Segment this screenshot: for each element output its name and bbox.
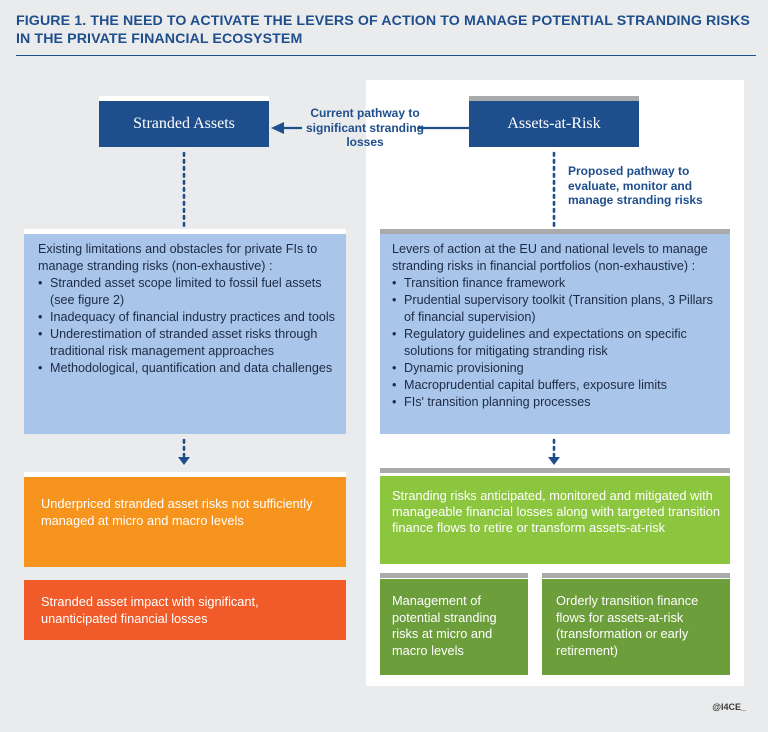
source-credit: @I4CE_: [712, 702, 746, 712]
levers-item: Regulatory guidelines and expectations o…: [392, 326, 720, 360]
levers-list: Transition finance framework Prudential …: [392, 275, 720, 411]
levers-item: Prudential supervisory toolkit (Transiti…: [392, 292, 720, 326]
limitations-intro: Existing limitations and obstacles for p…: [38, 242, 318, 273]
current-pathway-arrowhead: [271, 122, 284, 134]
figure-title: FIGURE 1. THE NEED TO ACTIVATE THE LEVER…: [16, 13, 750, 47]
green-box-cap: [380, 468, 730, 473]
levers-item: Macroprudential capital buffers, exposur…: [392, 377, 720, 394]
management-box-cap: [380, 573, 528, 578]
proposed-pathway-label: Proposed pathway to evaluate, monitor an…: [568, 164, 703, 207]
stranded-impact-box: Stranded asset impact with significant, …: [24, 580, 346, 640]
transition-flows-box: Orderly transition finance flows for ass…: [542, 579, 730, 675]
limitations-item: Methodological, quantification and data …: [38, 360, 336, 377]
limitations-item: Underestimation of stranded asset risks …: [38, 326, 336, 360]
limitations-item: Inadequacy of financial industry practic…: [38, 309, 336, 326]
title-divider: [16, 55, 756, 56]
underpriced-risks-box: Underpriced stranded asset risks not suf…: [24, 477, 346, 567]
assets-at-risk-node: Assets-at-Risk: [469, 101, 639, 147]
limitations-box: Existing limitations and obstacles for p…: [24, 234, 346, 434]
orange-box-cap: [24, 472, 346, 477]
assets-at-risk-cap: [469, 96, 639, 101]
left-down-arrowhead: [178, 457, 190, 465]
risks-anticipated-box: Stranding risks anticipated, monitored a…: [380, 476, 730, 564]
levers-item: FIs' transition planning processes: [392, 394, 720, 411]
current-pathway-label: Current pathway to significant stranding…: [305, 106, 424, 149]
levers-item: Transition finance framework: [392, 275, 720, 292]
levers-box: Levers of action at the EU and national …: [380, 234, 730, 434]
levers-intro: Levers of action at the EU and national …: [392, 242, 708, 273]
transition-flows-box-cap: [542, 573, 730, 578]
limitations-box-cap: [24, 229, 346, 234]
limitations-item: Stranded asset scope limited to fossil f…: [38, 275, 336, 309]
limitations-list: Stranded asset scope limited to fossil f…: [38, 275, 336, 377]
levers-box-cap: [380, 229, 730, 234]
management-risks-box: Management of potential stranding risks …: [380, 579, 528, 675]
levers-item: Dynamic provisioning: [392, 360, 720, 377]
stranded-assets-node: Stranded Assets: [99, 101, 269, 147]
stranded-assets-cap: [99, 96, 269, 101]
